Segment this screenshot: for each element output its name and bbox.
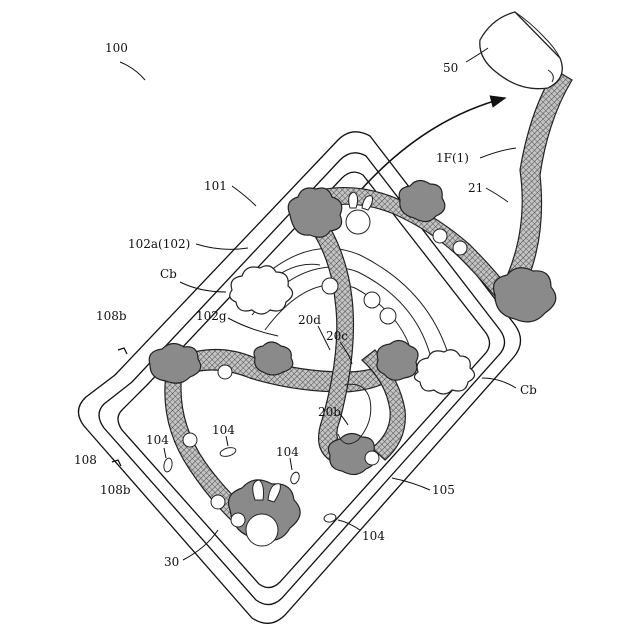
label-30: 30 bbox=[164, 555, 179, 569]
label-20d: 20d bbox=[298, 313, 321, 327]
cloud-piece-cb-left bbox=[230, 266, 293, 314]
label-108b-bottom: 108b bbox=[100, 483, 131, 497]
strap-tail-21 bbox=[495, 70, 572, 305]
leader-lines bbox=[120, 48, 516, 560]
finger-50 bbox=[480, 12, 562, 89]
label-100: 100 bbox=[105, 41, 128, 55]
label-104-c: 104 bbox=[276, 445, 299, 459]
label-102g: 102g bbox=[196, 309, 227, 323]
label-20c: 20c bbox=[326, 329, 348, 343]
label-101: 101 bbox=[204, 179, 227, 193]
label-104-d: 104 bbox=[362, 529, 385, 543]
label-21: 21 bbox=[468, 181, 483, 195]
label-105: 105 bbox=[432, 483, 455, 497]
cloud-piece-cb-right bbox=[414, 350, 474, 394]
label-104-b: 104 bbox=[146, 433, 169, 447]
label-cb-right: Cb bbox=[520, 383, 537, 397]
label-108b-top: 108b bbox=[96, 309, 127, 323]
label-50: 50 bbox=[443, 61, 458, 75]
label-cb-left: Cb bbox=[160, 267, 177, 281]
label-102a: 102a(102) bbox=[128, 237, 190, 251]
label-108: 108 bbox=[74, 453, 97, 467]
label-20b: 20b bbox=[318, 405, 341, 419]
label-104-a: 104 bbox=[212, 423, 235, 437]
flange-notch-top bbox=[118, 348, 127, 354]
label-1F: 1F(1) bbox=[436, 151, 469, 165]
